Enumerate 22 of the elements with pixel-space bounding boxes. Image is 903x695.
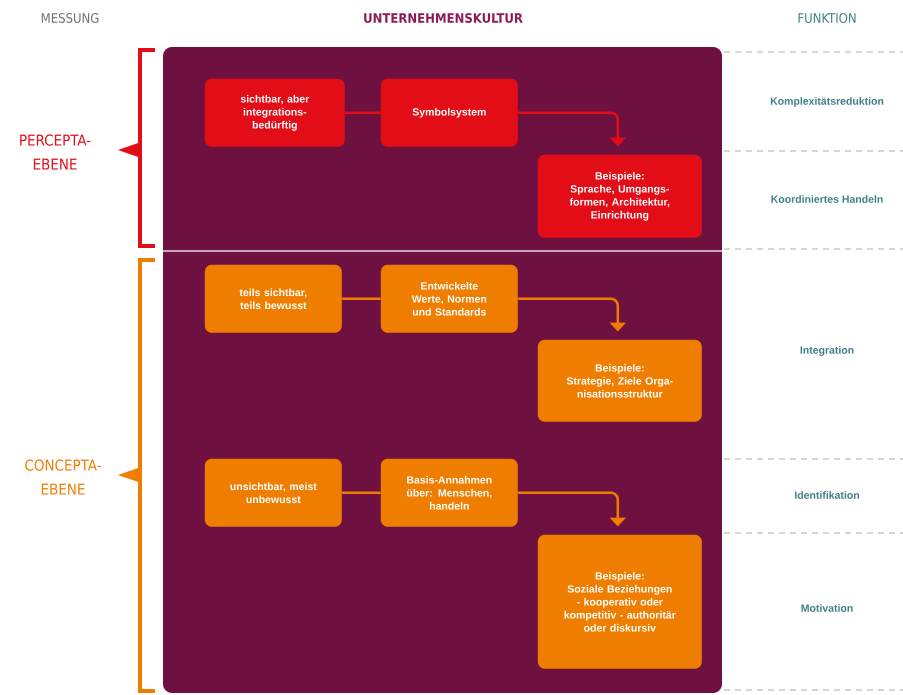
- connector: [345, 112, 381, 114]
- process-box: Entwickelte Werte, Normen und Standards: [380, 264, 518, 333]
- function-label: Komplexitätsreduktion: [770, 97, 884, 107]
- level-label: PERCEPTA-EBENE: [20, 134, 90, 170]
- function-label: Identifikation: [795, 491, 860, 499]
- node-label: UNTERNEHMENSKULTUR: [364, 13, 523, 23]
- function-label: Koordiniertes Handeln: [771, 195, 883, 203]
- function-label: Integration: [800, 346, 854, 356]
- process-box: Beispiele: Sprache, Umgangs-formen, Architektur, Einrichtung: [538, 154, 702, 238]
- process-box: Beispiele: Strategie, Ziele Orga-nisationsstruktur: [538, 340, 702, 422]
- process-box: teils sichtbar, teils bewusst: [204, 264, 342, 333]
- process-box: Symbolsystem: [380, 78, 518, 147]
- column-heading: MESSUNG: [42, 13, 98, 23]
- level-label: CONCEPTA-EBENE: [25, 459, 101, 495]
- column-heading: FUNKTION: [798, 13, 856, 23]
- connector: [342, 298, 381, 300]
- process-box: Beispiele: Soziale Beziehungen - kooperativ oder kompetitiv - authoritär oder diskursiv: [538, 534, 702, 669]
- connector: [342, 492, 381, 494]
- function-label: Motivation: [801, 604, 853, 612]
- process-box: Basis-Annahmen über: Menschen, handeln: [380, 458, 518, 527]
- process-box: sichtbar, aber integrations-bedürftig: [204, 78, 345, 147]
- process-box: unsichtbar, meist unbewusst: [204, 458, 342, 527]
